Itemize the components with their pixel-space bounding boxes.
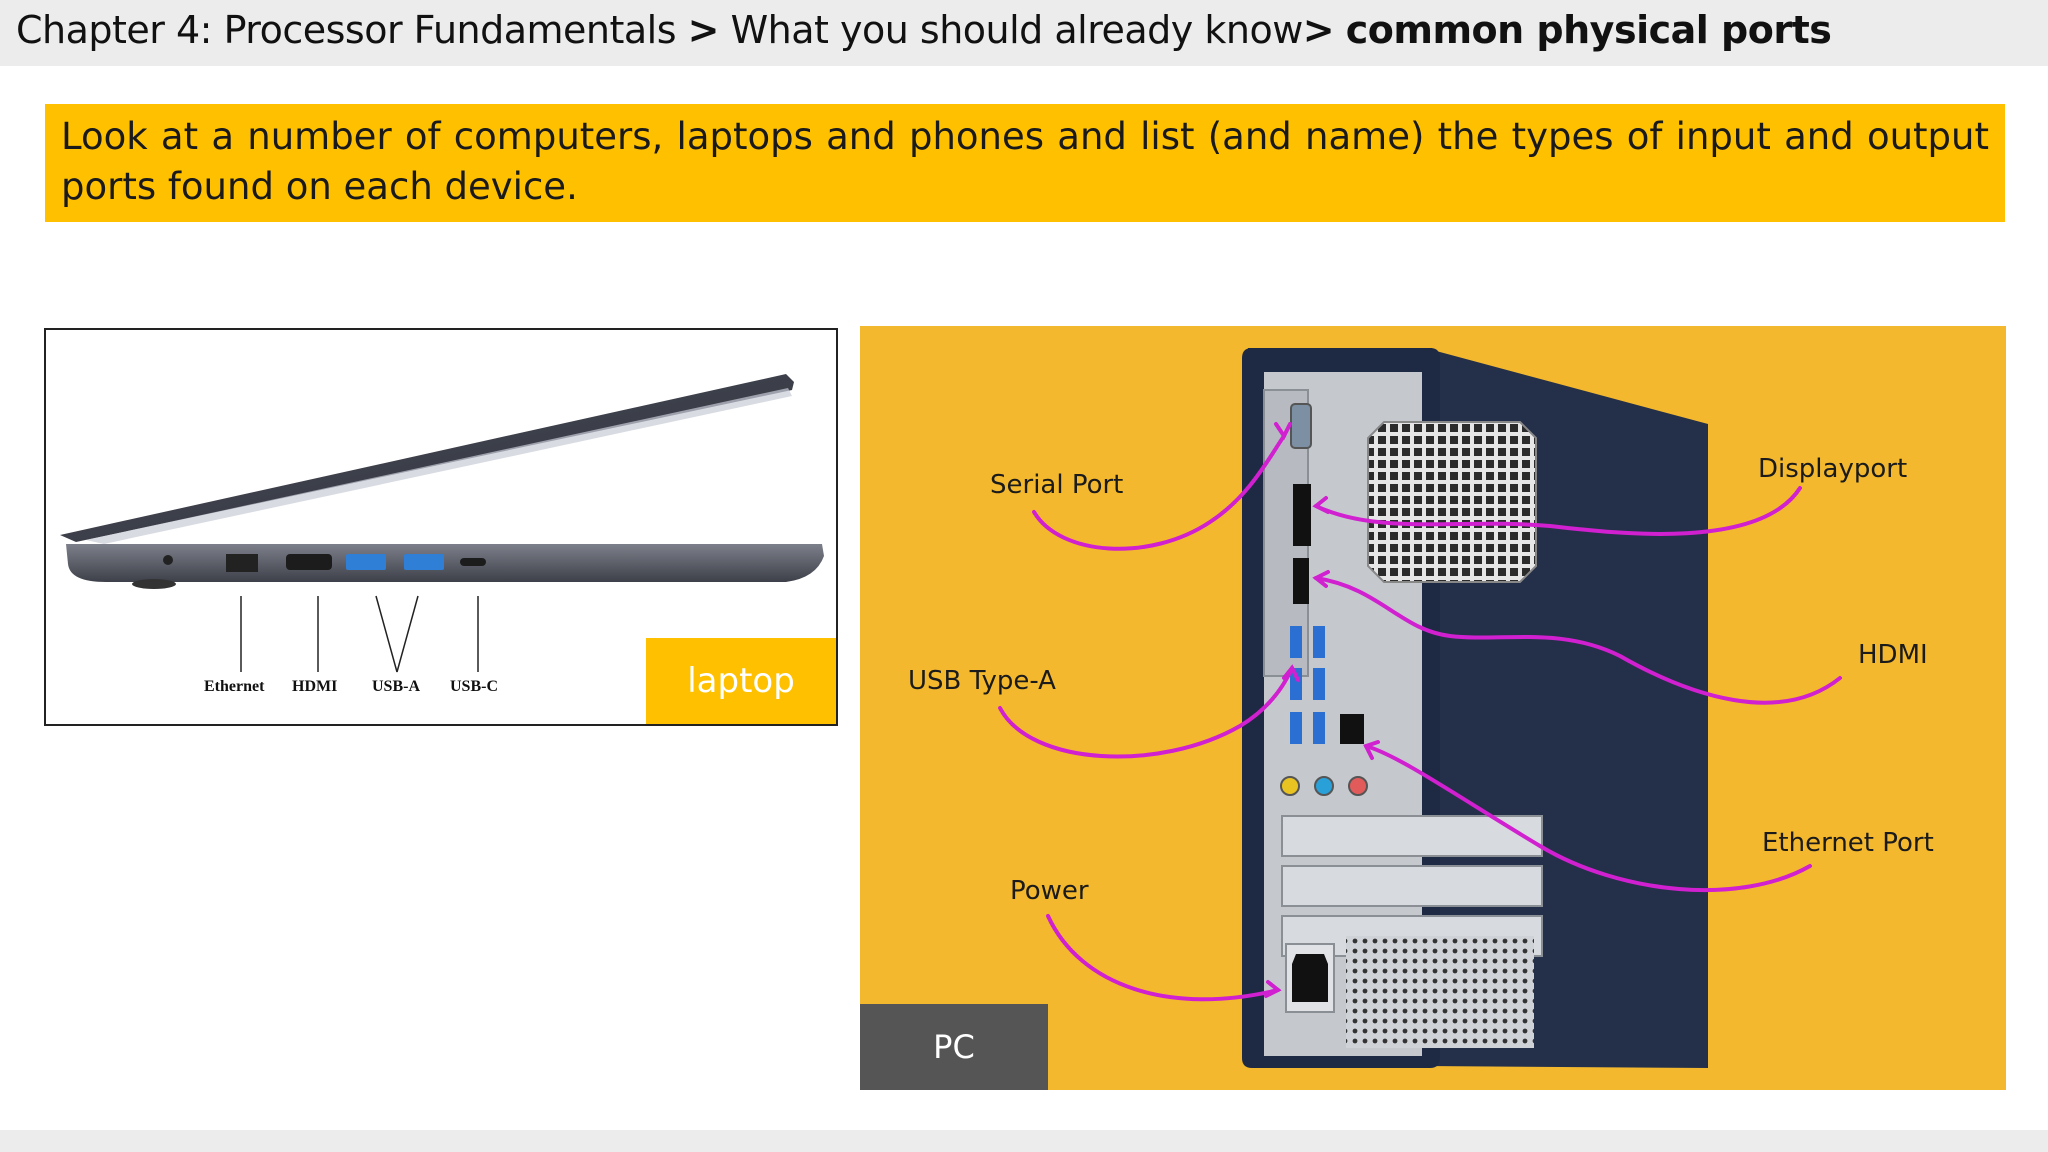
- usb-c-port-icon: [460, 558, 486, 566]
- usb-port-icon: [1290, 712, 1302, 744]
- pc-tag: PC: [860, 1004, 1048, 1090]
- header-bar: Chapter 4: Processor Fundamentals > What…: [0, 0, 2048, 66]
- arrow-ethernet: [1364, 744, 1812, 893]
- arrowhead-icon: [1312, 496, 1330, 514]
- ethernet-port-icon: [226, 554, 258, 572]
- callout-usb-type-a: USB Type-A: [908, 666, 1056, 696]
- ethernet-port-icon: [1340, 714, 1364, 744]
- instruction-text: Look at a number of computers, laptops a…: [61, 115, 1989, 208]
- audio-jack-icon: [163, 555, 173, 565]
- usb-a-port-icon: [404, 554, 444, 570]
- laptop-tag: laptop: [646, 638, 836, 724]
- footer-bar: [0, 1130, 2048, 1152]
- arrowhead-icon: [1274, 422, 1292, 440]
- psu-vent: [1346, 936, 1534, 1048]
- usb-port-icon: [1313, 626, 1325, 658]
- callout-ethernet-port: Ethernet Port: [1762, 828, 1934, 858]
- usb-a-port-icon: [346, 554, 386, 570]
- audio-jack-icon: [1348, 776, 1368, 796]
- usb-port-icon: [1313, 668, 1325, 700]
- callout-displayport: Displayport: [1758, 454, 1908, 484]
- callout-serial-port: Serial Port: [990, 470, 1124, 500]
- arrowhead-icon: [1363, 740, 1380, 760]
- arrow-displayport: [1314, 486, 1802, 536]
- breadcrumb-section: What you should already know: [730, 8, 1304, 52]
- arrowhead-icon: [1312, 570, 1330, 588]
- laptop-base: [66, 544, 824, 582]
- laptop-port-label: Ethernet: [204, 678, 265, 695]
- audio-jack-icon: [1280, 776, 1300, 796]
- usb-port-icon: [1313, 712, 1325, 744]
- power-socket-icon: [1292, 954, 1328, 1002]
- arrow-serial: [1032, 434, 1286, 551]
- audio-jack-icon: [1314, 776, 1334, 796]
- usb-port-icon: [1290, 626, 1302, 658]
- hdmi-port-icon: [286, 554, 332, 570]
- breadcrumb-topic: common physical ports: [1345, 8, 1832, 52]
- instruction-box: Look at a number of computers, laptops a…: [45, 104, 2005, 222]
- callout-power: Power: [1010, 876, 1089, 906]
- breadcrumb-separator: >: [687, 8, 720, 52]
- laptop-illustration: [60, 374, 824, 673]
- serial-port-icon: [1290, 403, 1312, 449]
- arrowhead-icon: [1264, 980, 1282, 998]
- expansion-slot: [1281, 865, 1543, 907]
- hdmi-port-icon: [1293, 558, 1309, 604]
- pc-figure: Serial Port Displayport USB Type-A HDMI …: [860, 326, 2006, 1090]
- callout-hdmi: HDMI: [1858, 640, 1928, 670]
- breadcrumb: Chapter 4: Processor Fundamentals > What…: [16, 8, 1832, 52]
- laptop-port-label: USB-C: [450, 678, 499, 695]
- usb-port-icon: [1290, 668, 1302, 700]
- callout-arrows: [998, 422, 1842, 1002]
- arrow-usb: [998, 666, 1294, 759]
- displayport-icon: [1293, 484, 1311, 546]
- arrow-power: [1046, 914, 1280, 1002]
- laptop-port-label: HDMI: [292, 678, 338, 695]
- fan-grill: [1367, 421, 1537, 583]
- arrow-hdmi: [1314, 576, 1842, 705]
- laptop-lid: [60, 374, 794, 542]
- pc-illustration: [998, 348, 1842, 1068]
- laptop-figure: Ethernet HDMI USB-A USB-C laptop: [44, 328, 838, 726]
- breadcrumb-chapter: Chapter 4: Processor Fundamentals: [16, 8, 677, 52]
- arrowhead-icon: [1282, 664, 1300, 682]
- laptop-port-label: USB-A: [372, 678, 421, 695]
- breadcrumb-separator: >: [1302, 8, 1335, 52]
